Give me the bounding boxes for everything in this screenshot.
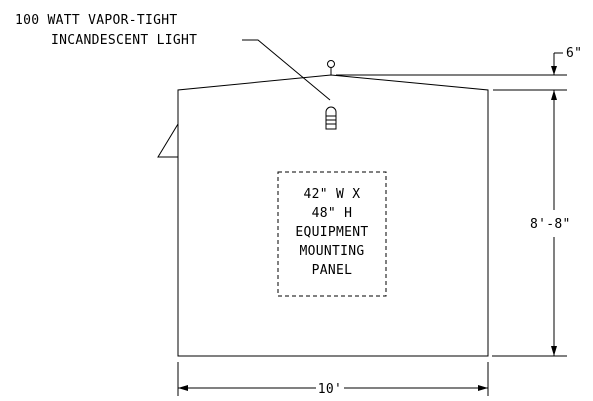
wall-height-dimension — [492, 90, 567, 357]
panel-label-line-4: MOUNTING — [299, 244, 364, 259]
width-dimension-label: 10' — [318, 382, 342, 397]
wall-height-dimension-label: 8'-8" — [530, 217, 571, 232]
panel-label-line-2: 48" H — [312, 206, 353, 221]
width-dimension — [177, 362, 489, 396]
building-outline — [177, 74, 489, 357]
panel-label-line-1: 42" W X — [304, 187, 361, 202]
vapor-tight-light-icon — [325, 106, 337, 130]
roof-rise-dimension — [336, 52, 567, 91]
roof-eyebolt-icon — [327, 60, 335, 75]
equipment-mounting-panel — [277, 171, 387, 297]
panel-label-line-3: EQUIPMENT — [295, 225, 368, 240]
side-vent-hood — [157, 123, 179, 158]
roof-rise-dimension-label: 6" — [566, 46, 582, 61]
callout-line-1: 100 WATT VAPOR-TIGHT — [15, 13, 178, 28]
panel-label-line-5: PANEL — [312, 263, 353, 278]
callout-line-2: INCANDESCENT LIGHT — [51, 33, 197, 48]
callout-leader-line — [242, 39, 331, 101]
